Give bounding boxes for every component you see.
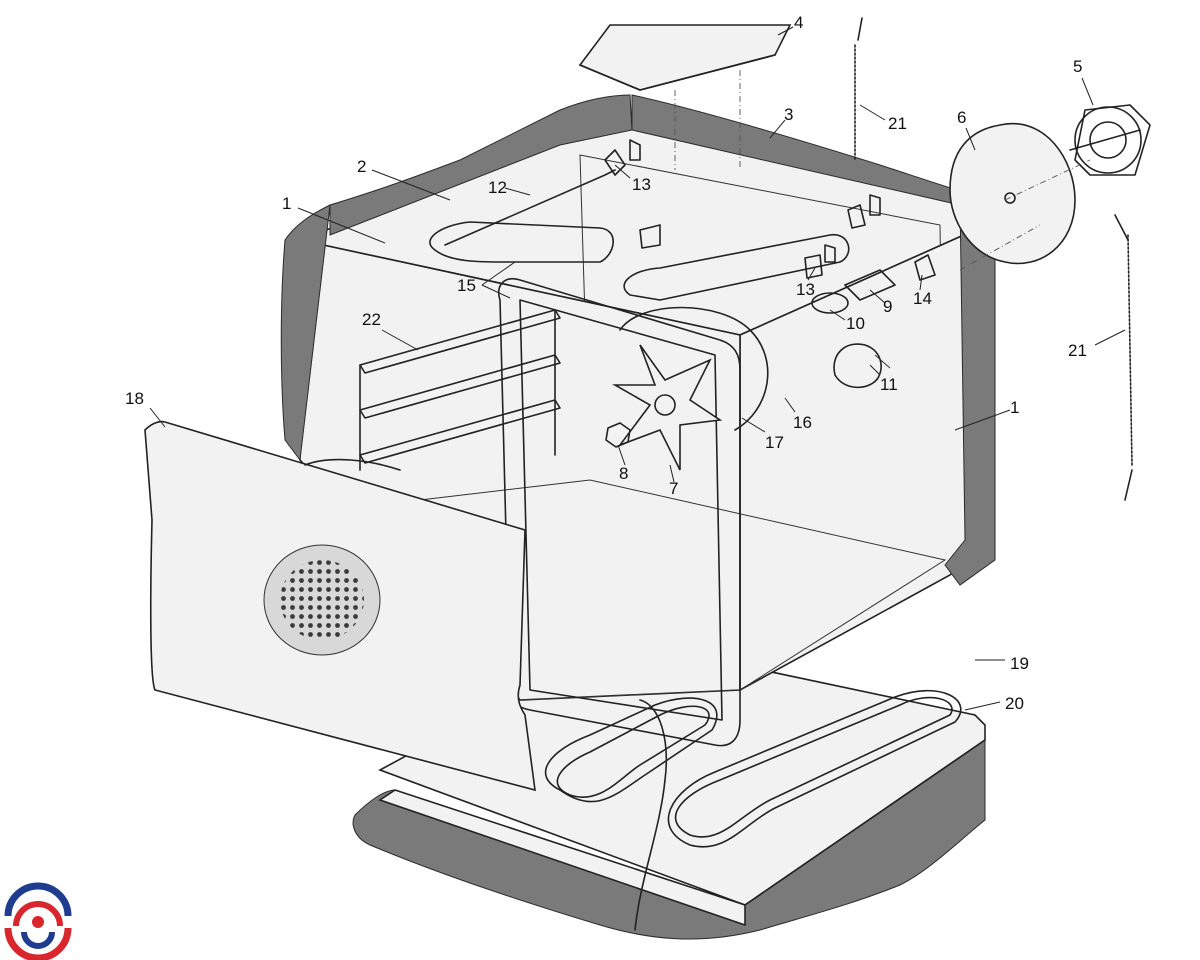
callout-2: 2 [357,157,366,176]
assembly-axis-lines [674,70,1091,271]
callout-21-right: 21 [1068,341,1087,360]
oven-cavity [280,94,996,747]
grill-element [429,169,850,301]
callout-18: 18 [125,389,144,408]
fan-motor [1069,104,1151,176]
hinge-spring [854,17,1133,501]
callout-6: 6 [957,108,966,127]
callout-15: 15 [457,276,476,295]
lamp-assembly [811,269,896,389]
callout-5: 5 [1073,57,1082,76]
fan-nut [605,422,631,448]
callout-21-top: 21 [888,114,907,133]
callouts: 1 1 2 3 4 5 6 7 8 9 10 11 12 13 13 14 [125,13,1126,713]
callout-3: 3 [784,105,793,124]
callout-16: 16 [793,413,812,432]
back-plate-disc [949,122,1076,265]
callout-12: 12 [488,178,507,197]
callout-9: 9 [883,297,892,316]
callout-14: 14 [913,289,932,308]
base-tray [352,639,986,940]
callout-17: 17 [765,433,784,452]
callout-7: 7 [669,479,678,498]
callout-1-left: 1 [282,194,291,213]
callout-13-top: 13 [632,175,651,194]
bottom-heating-element [544,689,962,931]
callout-4: 4 [794,13,803,32]
fan-gasket [619,306,769,431]
callout-19: 19 [1010,654,1029,673]
oven-door [144,420,536,792]
shelf-rack [359,309,561,471]
callout-1-right: 1 [1010,398,1019,417]
callout-11: 11 [880,375,898,394]
callout-10: 10 [846,314,865,333]
callout-20: 20 [1005,694,1024,713]
mounting-clips [604,139,936,281]
callout-22: 22 [362,310,381,329]
callout-13-right: 13 [796,280,815,299]
spiral-logo-icon [4,882,72,960]
callout-8: 8 [619,464,628,483]
fan-blade [611,344,723,471]
top-cover [578,24,792,91]
